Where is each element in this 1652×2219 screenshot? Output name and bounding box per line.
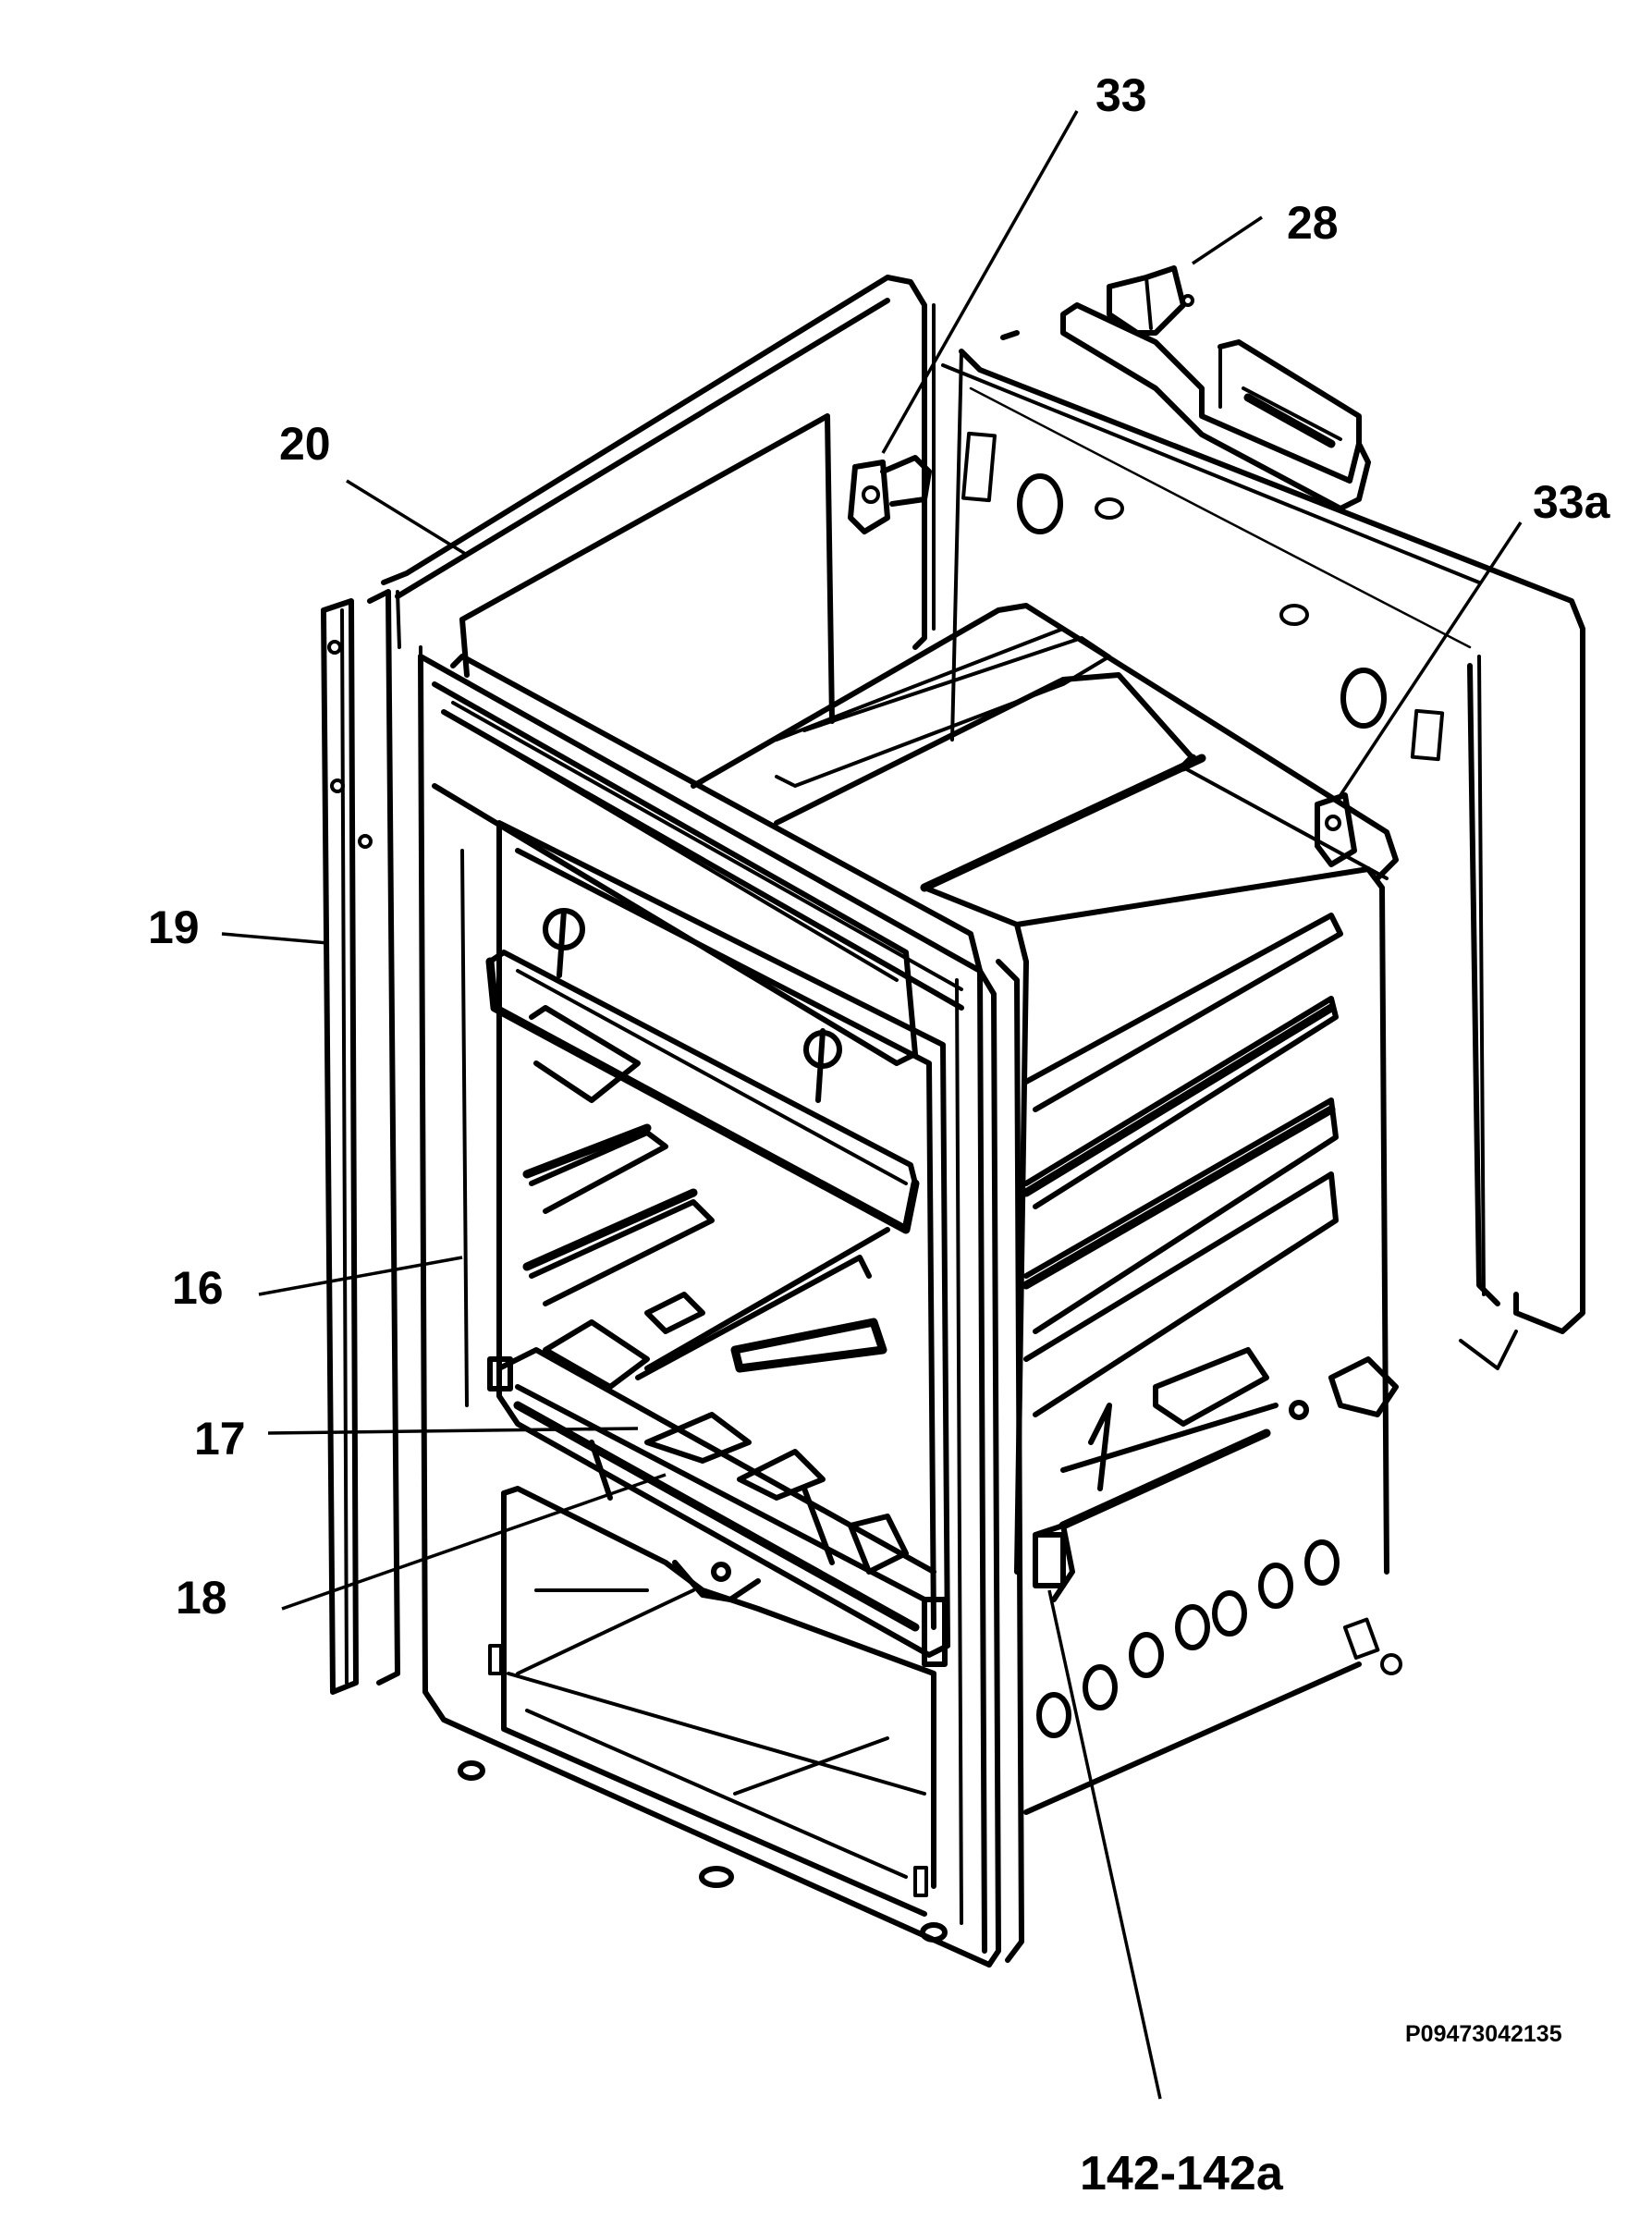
callout-142-142a: 142-142a <box>1080 2147 1284 2201</box>
callout-18: 18 <box>176 1572 227 1624</box>
front-frame-19 <box>321 589 427 1695</box>
leader-33 <box>881 110 1079 454</box>
callout-33: 33 <box>1095 69 1147 121</box>
leader-18 <box>281 1473 667 1611</box>
callout-labels: 33 28 20 33a 19 16 17 18 142-142a P09473… <box>148 69 1611 2201</box>
front-panel <box>418 654 1075 1968</box>
callout-16: 16 <box>172 1262 224 1314</box>
callout-33a: 33a <box>1533 476 1611 528</box>
hinge-33 <box>848 455 932 534</box>
leader-28 <box>1192 215 1263 265</box>
top-bracket-28 <box>1000 265 1371 511</box>
callout-17: 17 <box>194 1413 246 1465</box>
callout-28: 28 <box>1287 197 1339 249</box>
side-panel-20 <box>381 275 936 724</box>
leader-16 <box>258 1256 463 1296</box>
leader-19 <box>221 932 329 945</box>
leader-17 <box>267 1427 639 1435</box>
callout-19: 19 <box>148 901 200 953</box>
oven-cavity-box <box>691 603 1402 1815</box>
callout-20: 20 <box>279 418 331 470</box>
drawing-code: P09473042135 <box>1405 2021 1562 2047</box>
leader-lines <box>221 110 1523 2100</box>
leader-33a <box>1339 521 1523 796</box>
back-panel <box>941 349 1585 1370</box>
leader-20 <box>346 479 468 557</box>
leader-142 <box>1047 1589 1162 2100</box>
